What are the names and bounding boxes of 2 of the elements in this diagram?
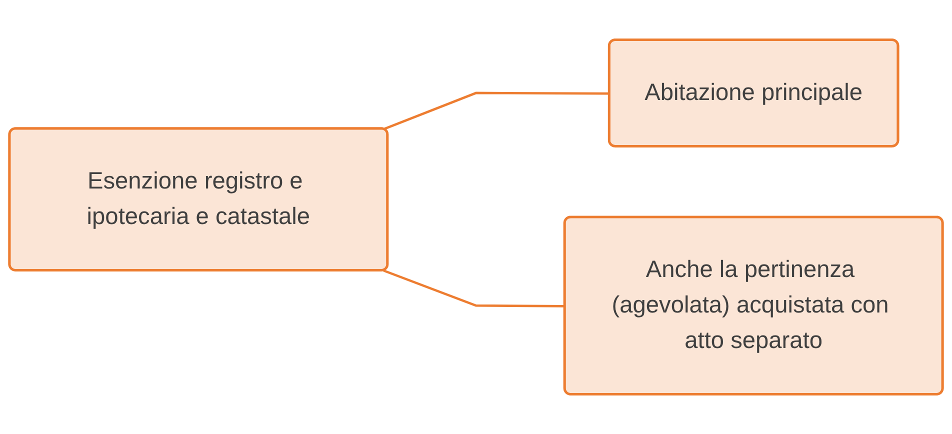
connector — [383, 269, 566, 308]
connector — [383, 92, 610, 130]
